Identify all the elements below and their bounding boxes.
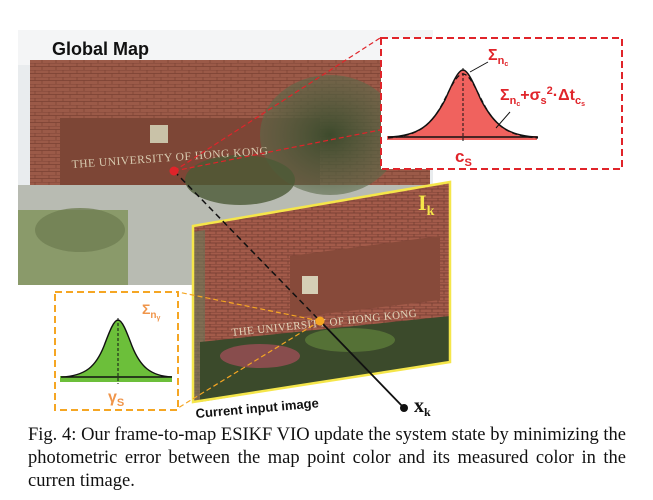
current-image-panel: THE UNIVERSITY OF HONG KONG Ik Current i… (191, 180, 452, 420)
image-point-marker (315, 316, 325, 326)
map-sigma-sum-label: Σnc+σs2·Δtcs (500, 85, 585, 108)
state-symbol: xk (414, 395, 431, 419)
current-image-frame (191, 180, 452, 404)
image-sigma-label: Σnγ (142, 301, 161, 322)
figure-illustration: THE UNIVERSITY OF HONG KONG Global Map T… (18, 30, 623, 420)
crest-icon (150, 125, 168, 143)
map-color-callout: Σnc Σnc+σs2·Δtcs cS (380, 37, 623, 170)
camera-state-marker (400, 404, 408, 412)
map-color-label: cS (455, 147, 472, 169)
map-point-marker (169, 166, 179, 176)
global-map-label: Global Map (52, 39, 149, 59)
projection-lines: xk (169, 37, 431, 419)
image-color-callout: Σnγ γS (54, 291, 179, 411)
image-symbol: Ik (418, 190, 435, 219)
figure-caption: Fig. 4: Our frame-to-map ESIKF VIO updat… (28, 425, 626, 491)
map-sigma-label: Σnc (488, 47, 508, 68)
image-color-label: γS (108, 389, 124, 409)
image-crest-icon (302, 276, 318, 294)
